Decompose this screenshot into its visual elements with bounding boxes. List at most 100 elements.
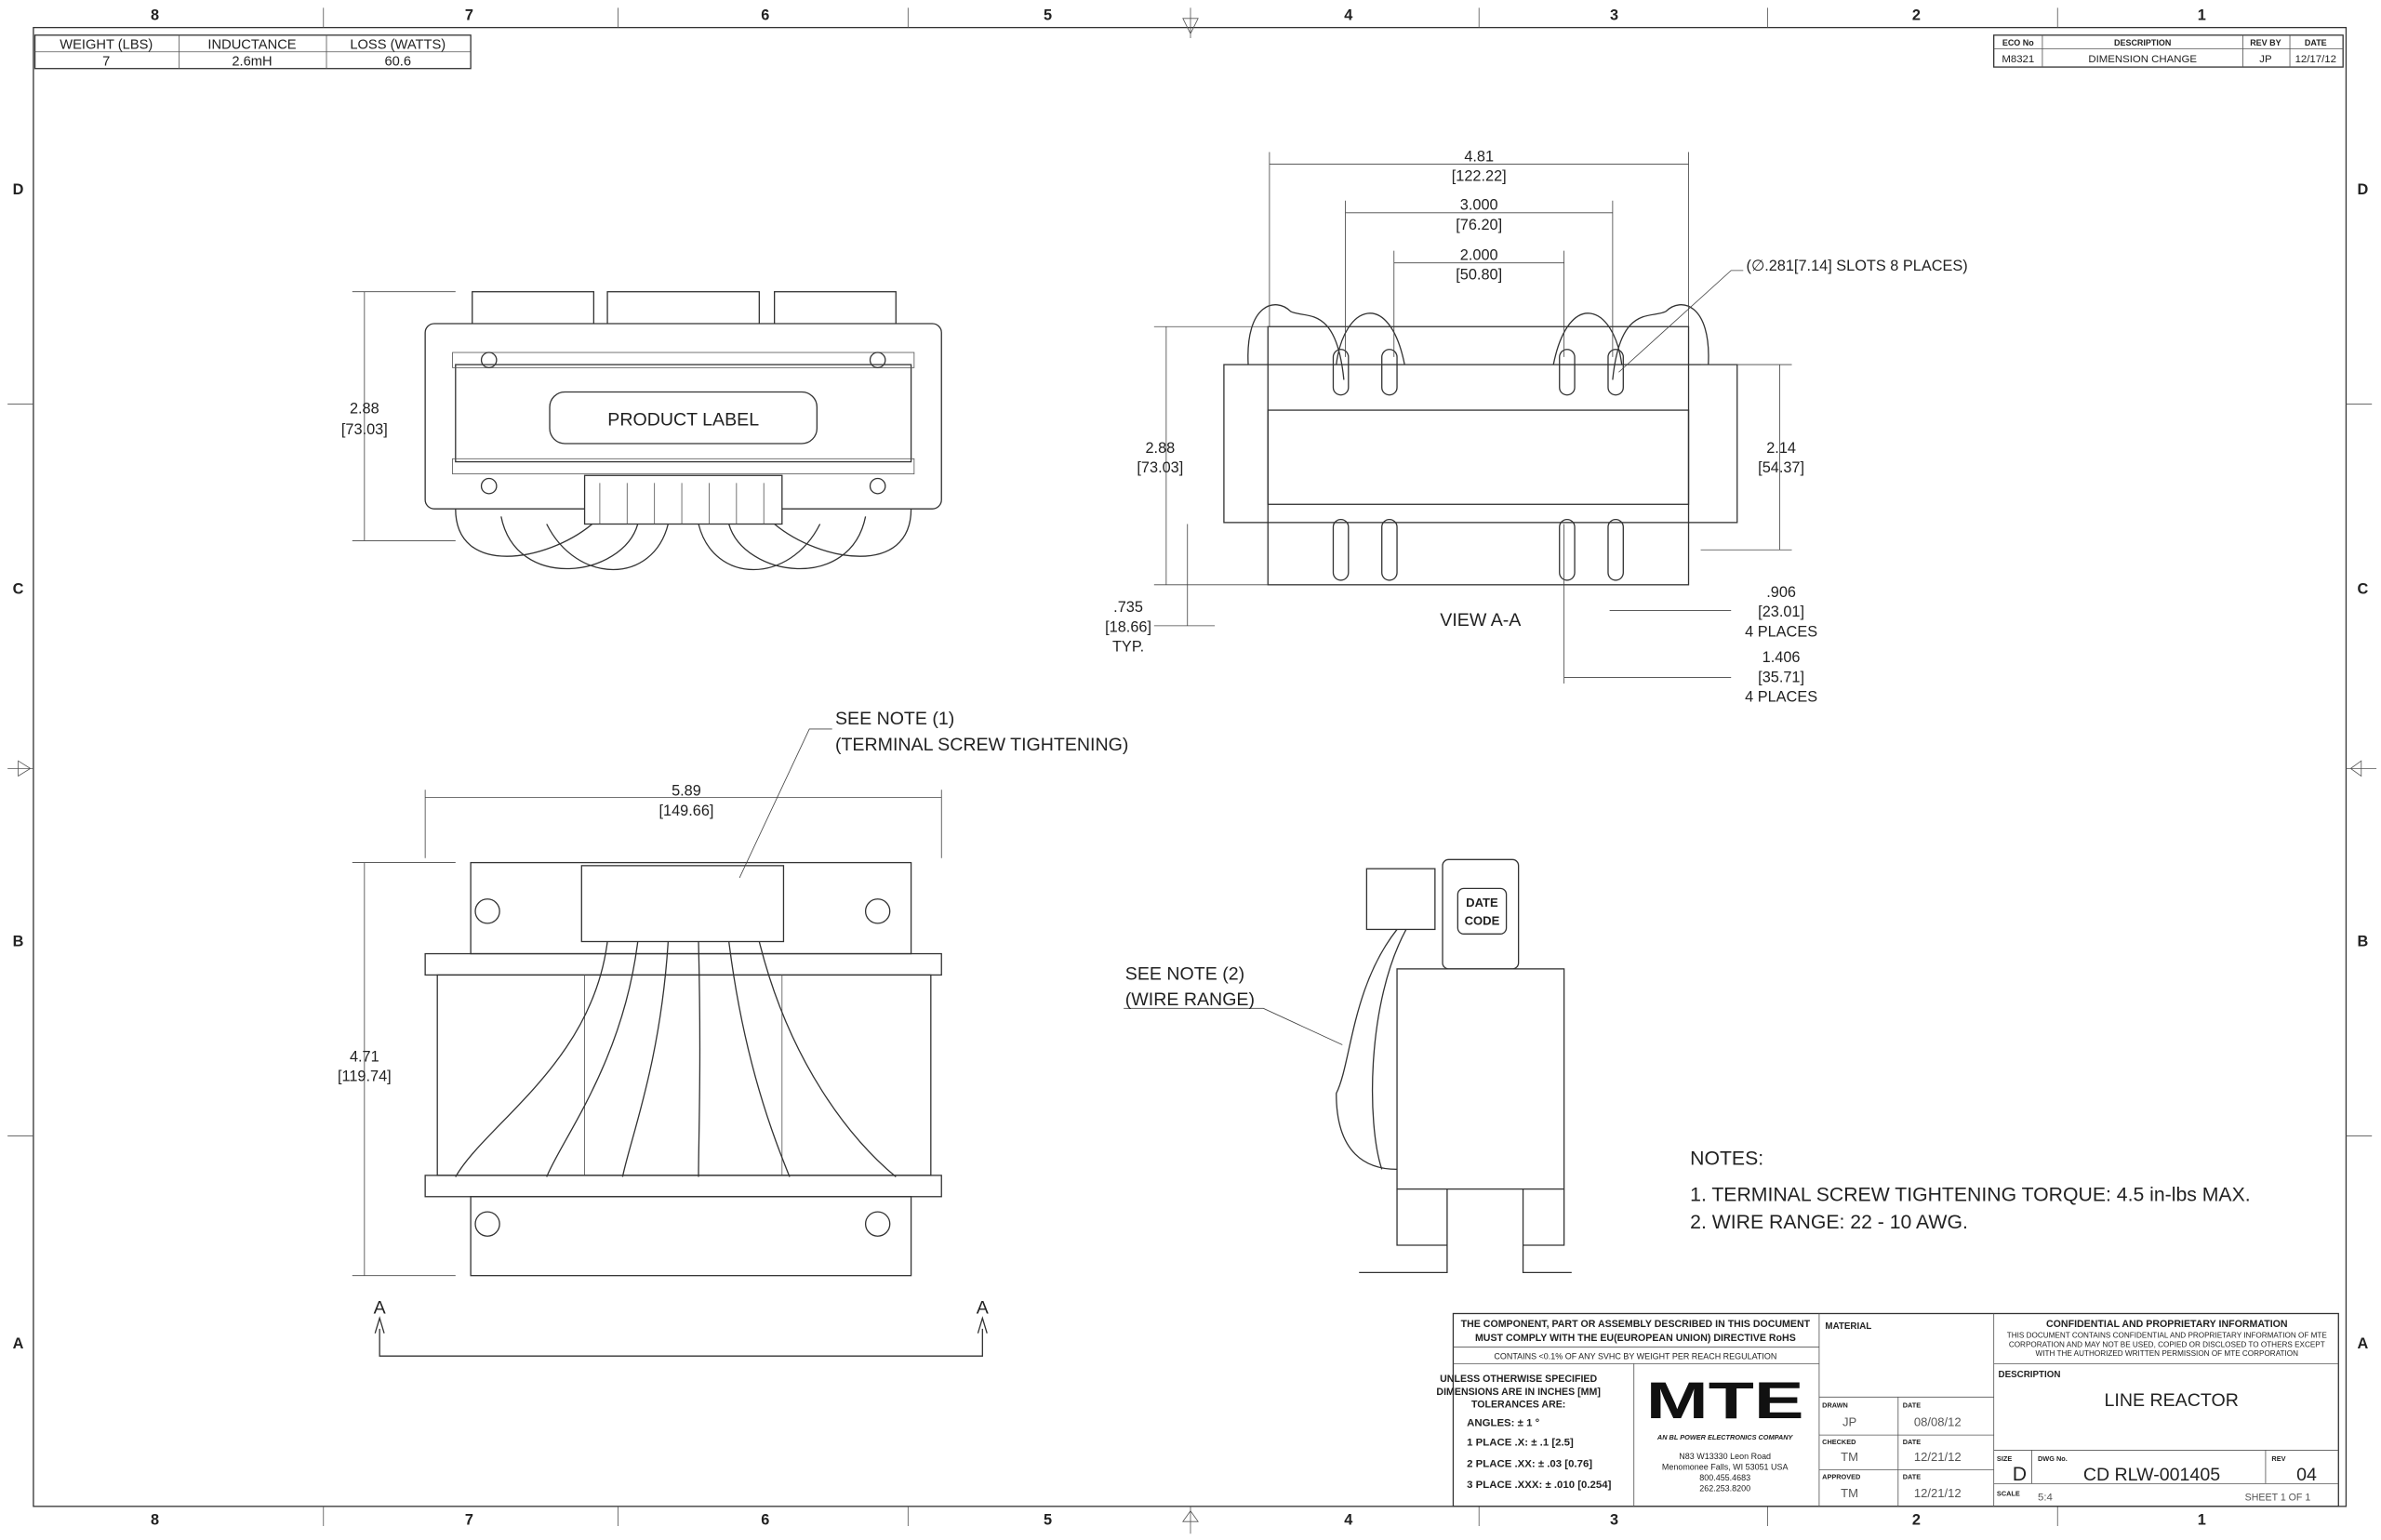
zone-row: D (13, 181, 24, 198)
address-phone: 800.455.4683 (1699, 1473, 1750, 1482)
zone-row: A (13, 1335, 24, 1352)
tolerance-3place: 3 PLACE .XXX: ± .010 [0.254] (1467, 1480, 1611, 1491)
dim-h2-mm: [54.37] (1758, 459, 1804, 476)
side-view: DATE CODE SEE NOTE (2) (WIRE RANGE) (1124, 858, 1572, 1274)
rev-label: REV (2271, 1454, 2285, 1463)
drawn-date: 08/08/12 (1914, 1414, 1962, 1428)
revision-table: ECO No DESCRIPTION REV BY DATE M8321 DIM… (1993, 34, 2344, 68)
confidential-text: WITH THE AUTHORIZED WRITTEN PERMISSION O… (2036, 1349, 2299, 1358)
rev-date: 12/17/12 (2295, 54, 2336, 65)
dwg-label: DWG No. (2038, 1454, 2068, 1463)
spec-inductance: 2.6mH (232, 54, 272, 69)
sheet-size: D (2013, 1464, 2027, 1485)
rohs-statement: MUST COMPLY WITH THE EU(EUROPEAN UNION) … (1475, 1333, 1796, 1344)
zone-col: 3 (1610, 1511, 1618, 1528)
date-code-label: CODE (1465, 914, 1500, 928)
date-label: DATE (1903, 1401, 1922, 1410)
approved-by: TM (1841, 1486, 1858, 1500)
note1-callout-detail: (TERMINAL SCREW TIGHTENING) (835, 735, 1128, 755)
size-label: SIZE (1997, 1454, 2012, 1463)
view-title: VIEW A-A (1440, 610, 1522, 631)
spec-header: LOSS (WATTS) (350, 37, 446, 52)
zone-row: A (2358, 1335, 2369, 1352)
front-view: 5.89 [149.66] 4.71 [119.74] SEE NOTE (1)… (338, 709, 1128, 1357)
address-phone: 262.253.8200 (1699, 1484, 1750, 1494)
notes: NOTES: 1. TERMINAL SCREW TIGHTENING TORQ… (1690, 1148, 2251, 1233)
scale-label: SCALE (1997, 1489, 2020, 1497)
zone-col: 4 (1344, 1511, 1352, 1528)
dim-h-mm: [73.03] (1137, 459, 1183, 476)
dim-width-mm: [149.66] (658, 803, 713, 819)
zone-col: 8 (151, 1511, 159, 1528)
dim-s2-in: 1.406 (1762, 649, 1801, 666)
dim-s2-note: 4 PLACES (1745, 689, 1817, 706)
rev-header: DESCRIPTION (2114, 38, 2171, 47)
spec-weight: 7 (102, 54, 110, 69)
date-label: DATE (1903, 1438, 1922, 1446)
zone-row: B (2358, 933, 2369, 949)
section-label-a: A (374, 1297, 387, 1318)
section-label-a: A (977, 1297, 990, 1318)
spec-loss: 60.6 (384, 54, 411, 69)
description-label: DESCRIPTION (1999, 1370, 2061, 1380)
tolerance-note: UNLESS OTHERWISE SPECIFIED (1440, 1374, 1597, 1385)
zone-ticks (7, 7, 2377, 1534)
dim-width-in: 5.89 (672, 783, 701, 800)
rev-header: ECO No (2002, 38, 2034, 47)
date-label: DATE (1903, 1472, 1922, 1480)
zone-col: 3 (1610, 7, 1618, 23)
zone-col: 7 (465, 1511, 473, 1528)
zone-row: D (2358, 181, 2369, 198)
dim-height-in: 2.88 (350, 400, 379, 417)
dim-foot-mm: [18.66] (1105, 618, 1151, 635)
tolerance-note: TOLERANCES ARE: (1471, 1400, 1565, 1411)
zone-col: 6 (761, 1511, 769, 1528)
dim-s2-mm: [35.71] (1758, 669, 1804, 685)
rev-header: DATE (2305, 38, 2327, 47)
zone-col: 6 (761, 7, 769, 23)
zone-col: 5 (1044, 1511, 1052, 1528)
dim-height-in: 4.71 (350, 1048, 379, 1065)
rev-header: REV BY (2250, 38, 2281, 47)
dim-s1-mm: [23.01] (1758, 604, 1804, 620)
rev-by: JP (2259, 54, 2271, 65)
title-block: THE COMPONENT, PART OR ASSEMBLY DESCRIBE… (1436, 1312, 2339, 1507)
zone-row: C (2358, 581, 2369, 598)
dim-w3-in: 2.000 (1460, 246, 1498, 263)
approved-label: APPROVED (1822, 1472, 1860, 1480)
zone-col: 2 (1912, 1511, 1921, 1528)
dim-foot-note: TYP. (1112, 639, 1144, 656)
dim-s1-in: .906 (1766, 584, 1796, 601)
zone-col: 1 (2198, 7, 2206, 23)
date-code-label: DATE (1466, 896, 1498, 909)
confidential-text: CORPORATION AND MAY NOT BE USED, COPIED … (2009, 1340, 2325, 1348)
checked-label: CHECKED (1822, 1438, 1856, 1446)
zone-col: 1 (2198, 1511, 2206, 1528)
zone-markers: 8 7 6 5 4 3 2 1 8 7 6 5 4 3 2 1 D C B A … (13, 7, 2369, 1528)
dim-foot-in: .735 (1113, 599, 1143, 616)
tolerance-note: DIMENSIONS ARE IN INCHES [MM] (1436, 1387, 1600, 1398)
zone-row: B (13, 933, 24, 949)
dim-h2-in: 2.14 (1766, 440, 1796, 457)
zone-col: 4 (1344, 7, 1352, 23)
revision: 04 (2296, 1465, 2317, 1485)
dim-w1-in: 4.81 (1464, 148, 1494, 165)
material-label: MATERIAL (1825, 1321, 1871, 1332)
spec-header: WEIGHT (LBS) (60, 37, 153, 52)
rev-description: DIMENSION CHANGE (2088, 54, 2197, 65)
mte-logo: MTE (1646, 1372, 1804, 1429)
zone-col: 7 (465, 7, 473, 23)
rohs-statement: THE COMPONENT, PART OR ASSEMBLY DESCRIBE… (1461, 1319, 1811, 1330)
confidential-title: CONFIDENTIAL AND PROPRIETARY INFORMATION (2046, 1319, 2288, 1330)
drawing-description: LINE REACTOR (2105, 1390, 2239, 1411)
sheet-border (33, 26, 2348, 1507)
slots-callout: (∅.281[7.14] SLOTS 8 PLACES) (1747, 258, 1968, 274)
dim-w2-in: 3.000 (1460, 197, 1498, 214)
checked-date: 12/21/12 (1914, 1450, 1962, 1464)
dim-w2-mm: [76.20] (1456, 217, 1502, 233)
tolerance-angles: ANGLES: ± 1 ° (1467, 1417, 1539, 1428)
zone-col: 5 (1044, 7, 1052, 23)
note2-callout-detail: (WIRE RANGE) (1125, 989, 1255, 1010)
zone-row: C (13, 581, 24, 598)
